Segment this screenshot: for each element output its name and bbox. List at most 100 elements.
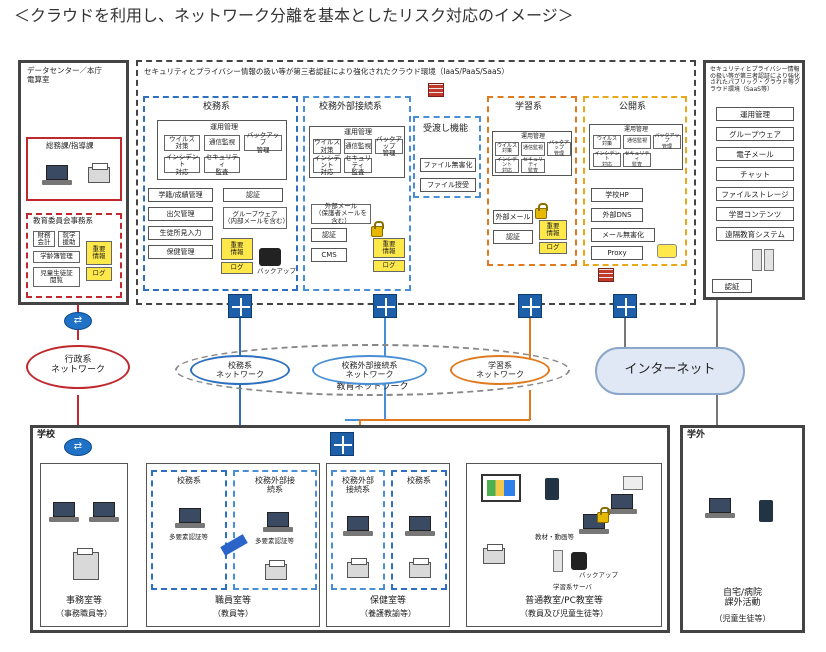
saas-item: ファイルストレージ (716, 187, 794, 201)
kyoiku-label: 教育委員会事務系 (33, 216, 93, 225)
log-icon: ログ (539, 242, 567, 254)
important-db-icon: 重要 情報 (539, 220, 567, 240)
handoff-title: 受渡し機能 (423, 124, 469, 134)
gyosei-network: 行政系 ネットワーク (26, 345, 130, 389)
ops-item: ウイルス 対策 (313, 138, 341, 154)
log-icon: ログ (86, 267, 112, 281)
ops-item: 通信監視 (521, 142, 545, 156)
backup-label: バックアップ (579, 571, 618, 579)
service-item: 生徒所見入力 (148, 226, 213, 240)
laptop-icon (343, 516, 373, 536)
office-room: 事務室等 （事務職員等） (40, 463, 128, 627)
koukai-title: 公開系 (619, 102, 647, 112)
koukai-ops-box: 運用管理 ウイルス 対策 通信監視 バックアップ 管理 インシデント 対応 セキ… (589, 124, 683, 170)
ops-item: セキュリティ 監査 (623, 150, 651, 168)
server-label: 学習系サーバ (553, 583, 592, 591)
ops-title: 運用管理 (344, 128, 372, 136)
soumu-label: 総務課/指導課 (46, 141, 94, 150)
gakushu-title: 学習系 (515, 102, 543, 112)
kyoiku-item: 児童生徒証 閲覧 (33, 267, 80, 287)
handoff-item: ファイル授受 (420, 178, 476, 192)
ops-item: セキュリティ 監査 (344, 153, 372, 177)
room-name: 職員室等 (214, 596, 251, 606)
ops-item: セキュリティ 監査 (204, 153, 240, 176)
ops-item: 通信監視 (623, 135, 651, 149)
auth-item: 認証 (311, 228, 347, 242)
server-icon (752, 249, 762, 271)
auth-item: 認証 (223, 188, 283, 202)
laptop-icon (607, 494, 637, 514)
room-name: 保健室等 (369, 596, 406, 606)
switch-icon (228, 294, 252, 318)
chart-screen (487, 480, 515, 496)
hoken-koumu-label: 校務系 (407, 476, 431, 485)
koumu-ext-network-label: 校務外部接続系 ネットワーク (341, 361, 398, 380)
backup-db-icon (259, 248, 281, 266)
saas-item: 運用管理 (716, 107, 794, 121)
firewall-icon (428, 83, 444, 97)
important-db-icon: 重要 情報 (86, 241, 112, 265)
kyoiku-network-label: 教育ネットワーク (336, 382, 409, 392)
kyoiku-item: 就学 援助 (58, 231, 80, 247)
printer-icon (265, 560, 287, 580)
koukai-item: 学校HP (591, 188, 643, 202)
ops-title: 運用管理 (210, 123, 238, 131)
staff-room: 校務系 多要素認証等 校務外部接 続系 多要素認証等 職員室等 （教員等） (146, 463, 320, 627)
ops-title: 運用管理 (521, 133, 546, 140)
laptop-icon (49, 502, 79, 522)
whiteboard-icon (481, 474, 521, 502)
ops-item: バックアップ 管理 (375, 134, 403, 158)
saas-item: 電子メール (716, 147, 794, 161)
koumu-ext-network: 校務外部接続系 ネットワーク (312, 355, 427, 385)
laptop-icon (705, 498, 735, 518)
outside-box: 学外 自宅/病院 課外活動 （児童生徒等） (680, 425, 805, 633)
room-name: 普通教室/PC教室等 (525, 596, 603, 606)
ops-item: バックアップ 管理 (244, 132, 282, 153)
internet-cloud: インターネット (595, 347, 745, 395)
kyoiku-network: 教育ネットワーク (175, 344, 570, 396)
koumu-ext-box: 校務外部接続系 運用管理 ウイルス 対策 通信監視 バックアップ 管理 インシデ… (303, 96, 411, 291)
hoken-ext-box: 校務外部 接続系 (331, 470, 385, 590)
hoken-koumu-box: 校務系 (391, 470, 447, 590)
db-icon (657, 244, 677, 258)
internet-label: インターネット (624, 362, 716, 377)
outside-label: 学外 (687, 430, 706, 440)
room-sub: （養護教諭等） (360, 609, 416, 618)
gyosei-label: 行政系 ネットワーク (50, 355, 105, 376)
outside-place: 自宅/病院 課外活動 (722, 588, 763, 609)
saas-item: チャット (716, 167, 794, 181)
material-label: 教材・動画等 (535, 533, 574, 541)
service-item: 保健管理 (148, 245, 213, 259)
laptop-icon (263, 512, 293, 532)
kyoiku-box: 教育委員会事務系 財務 会計 就学 援助 学齢簿管理 児童生徒証 閲覧 重要 情… (26, 213, 122, 298)
room-sub: （教員等） (213, 609, 253, 618)
koukai-box: 公開系 運用管理 ウイルス 対策 通信監視 バックアップ 管理 インシデント 対… (583, 96, 687, 266)
ops-item: バックアップ 管理 (653, 132, 681, 150)
ops-item: バックアップ 管理 (547, 139, 571, 157)
koumu-network: 校務系 ネットワーク (190, 355, 290, 385)
important-db-icon: 重要 情報 (373, 238, 405, 258)
laptop-icon (42, 165, 72, 185)
koumu-ops-box: 運用管理 ウイルス 対策 通信監視 バックアップ 管理 インシデント 対応 セキ… (157, 120, 287, 180)
wifi-icon (623, 476, 643, 490)
staff-ext-label: 校務外部接 続系 (255, 476, 295, 495)
lock-icon (597, 507, 610, 523)
backup-db-icon (571, 552, 587, 570)
handoff-item: ファイル無害化 (420, 158, 476, 172)
lock-icon (535, 203, 548, 219)
cms-item: CMS (311, 248, 347, 262)
gakushu-box: 学習系 運用管理 ウイルス 対策 通信監視 バックアップ 管理 インシデント 対… (487, 96, 577, 266)
laptop-icon (175, 508, 205, 528)
koumu-ext-ops-box: 運用管理 ウイルス 対策 通信監視 バックアップ 管理 インシデント 対応 セキ… (309, 126, 405, 178)
gakushu-network: 学習系 ネットワーク (450, 355, 550, 385)
gakushu-ops-box: 運用管理 ウイルス 対策 通信監視 バックアップ 管理 インシデント 対応 セキ… (492, 131, 572, 176)
soumu-box: 総務課/指導課 (26, 137, 122, 201)
staff-koumu-label: 校務系 (177, 476, 201, 485)
koumu-title: 校務系 (203, 102, 231, 112)
koukai-item: Proxy (591, 246, 643, 260)
room-sub: （事務職員等） (56, 609, 112, 618)
kyoiku-item: 財務 会計 (33, 231, 55, 247)
staff-ext-box: 校務外部接 続系 多要素認証等 (233, 470, 317, 590)
saas-item: 学習コンテンツ (716, 207, 794, 221)
laptop-icon (405, 516, 435, 536)
